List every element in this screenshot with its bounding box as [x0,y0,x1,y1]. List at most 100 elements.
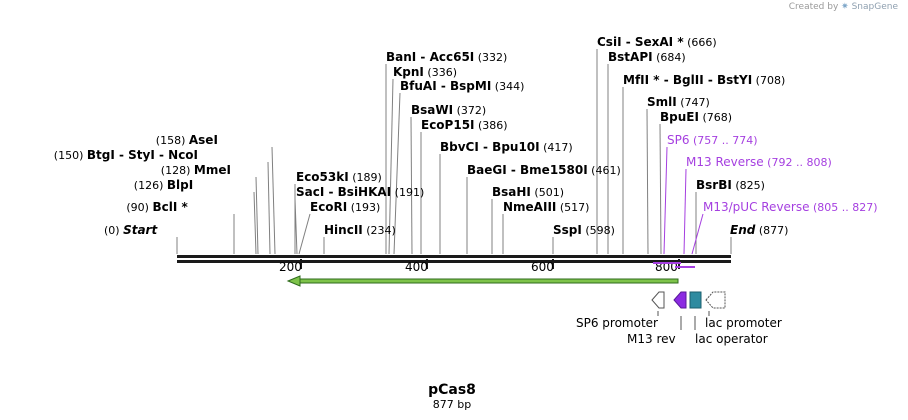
site-label[interactable]: HincII (234) [324,223,396,237]
site-leader-line [388,78,394,255]
site-label[interactable]: (0) Start [104,223,158,237]
site-name: BbvCI - Bpu10I [440,140,540,154]
site-name: BfuAI - BspMI [400,79,491,93]
snapgene-logo-icon: ✷ [841,2,849,12]
site-label[interactable]: (90) BclI * [126,200,188,214]
dna-backbone [177,255,731,263]
site-position: (768) [699,111,732,124]
site-position: (336) [424,66,457,79]
site-position: (332) [474,51,507,64]
site-leader-line [271,146,276,255]
credit-prefix: Created by [788,2,839,12]
site-position: (417) [540,141,573,154]
primer-label[interactable]: M13 Reverse (792 .. 808) [686,155,832,169]
site-name: MmeI [194,163,231,177]
site-leader-line [691,213,704,255]
site-name: BanI - Acc65I [386,50,474,64]
site-position: (747) [677,96,710,109]
site-position: (877) [755,224,788,237]
site-leader-line [659,123,662,255]
site-label[interactable]: BstAPI (684) [608,50,686,64]
site-label[interactable]: EcoP15I (386) [421,118,508,132]
site-name: BsrBI [696,178,732,192]
site-position: (598) [582,224,615,237]
site-name: NmeAIII [503,200,556,214]
m13-rev-icon[interactable] [673,291,687,309]
site-label[interactable]: BfuAI - BspMI (344) [400,79,524,93]
site-position: (189) [349,171,382,184]
tick-label-600: 600 [531,260,554,274]
site-leader-line [298,213,311,255]
site-label[interactable]: EcoRI (193) [310,200,380,214]
site-position: (666) [684,36,717,49]
site-label[interactable]: (126) BlpI [134,178,193,192]
plasmid-length: 877 bp [433,398,471,411]
tick-mark-200 [300,259,302,269]
site-position: (517) [556,201,589,214]
site-label[interactable]: BbvCI - Bpu10I (417) [440,140,573,154]
sp6-promoter-icon[interactable] [651,291,665,309]
site-label[interactable]: KpnI (336) [393,65,457,79]
tick-mark-600 [552,259,554,269]
site-label[interactable]: NmeAIII (517) [503,200,589,214]
site-labels: (0) Start (90) BclI * (126) BlpI(128) MmeI… [54,35,878,237]
site-name: MfII * - BglII - BstYI [623,73,752,87]
site-position: (501) [531,186,564,199]
site-label[interactable]: SspI (598) [553,223,615,237]
site-position: (825) [732,179,765,192]
site-name: BtgI - StyI - NcoI [87,148,198,162]
site-label[interactable]: (128) MmeI [161,163,231,177]
site-label[interactable]: BsrBI (825) [696,178,765,192]
primer-label[interactable]: M13/pUC Reverse (805 .. 827) [703,200,878,214]
site-name: BpuEI [660,110,699,124]
site-label[interactable]: CsiI - SexAI * (666) [597,35,717,49]
site-leader-line [393,92,401,255]
site-leader-lines [176,49,732,255]
site-name: BsaWI [411,103,453,117]
site-label[interactable]: BaeGI - Bme1580I (461) [467,163,621,177]
primer-label[interactable]: SP6 (757 .. 774) [667,133,758,147]
site-name: Start [123,223,158,237]
site-position: (792 .. 808) [764,156,832,169]
feature-label-sp6-promoter: SP6 promoter [576,316,658,330]
site-leader-line [255,176,259,255]
site-position: (344) [491,80,524,93]
site-position: (126) [134,179,167,192]
snapgene-credit: Created by ✷ SnapGene [789,2,898,12]
site-position: (158) [156,134,189,147]
site-name: EcoP15I [421,118,475,132]
site-name: BsaHI [492,185,531,199]
site-label[interactable]: BsaWI (372) [411,103,486,117]
site-leader-line [663,146,668,255]
site-position: (90) [126,201,152,214]
site-label[interactable]: SmlI (747) [647,95,710,109]
site-name: BstAPI [608,50,653,64]
feature-label-lac-operator: lac operator [695,332,768,346]
site-label[interactable]: SacI - BsiHKAI (191) [296,185,424,199]
site-label[interactable]: (150) BtgI - StyI - NcoI [54,148,198,162]
site-name: BaeGI - Bme1580I [467,163,588,177]
site-label[interactable]: (158) AseI [156,133,218,147]
orf-arrow[interactable] [286,275,679,287]
site-label[interactable]: BsaHI (501) [492,185,564,199]
site-label[interactable]: End (877) [730,223,788,237]
site-name: BclI * [152,200,188,214]
site-label[interactable]: BpuEI (768) [660,110,732,124]
site-name: End [730,223,756,237]
credit-brand: SnapGene [851,2,898,12]
lac-promoter-icon[interactable] [705,291,726,309]
site-label[interactable]: Eco53kI (189) [296,170,382,184]
site-label[interactable]: BanI - Acc65I (332) [386,50,507,64]
site-position: (0) [104,224,123,237]
site-name: SspI [553,223,582,237]
tick-label-200: 200 [279,260,302,274]
site-position: (684) [653,51,686,64]
site-name: HincII [324,223,363,237]
site-leader-line [267,161,271,255]
site-name: M13 Reverse [686,155,764,169]
site-position: (757 .. 774) [690,134,758,147]
lac-operator-icon[interactable] [689,291,702,309]
ruler: 200 400 600 800 [279,259,680,274]
site-label[interactable]: MfII * - BglII - BstYI (708) [623,73,785,87]
